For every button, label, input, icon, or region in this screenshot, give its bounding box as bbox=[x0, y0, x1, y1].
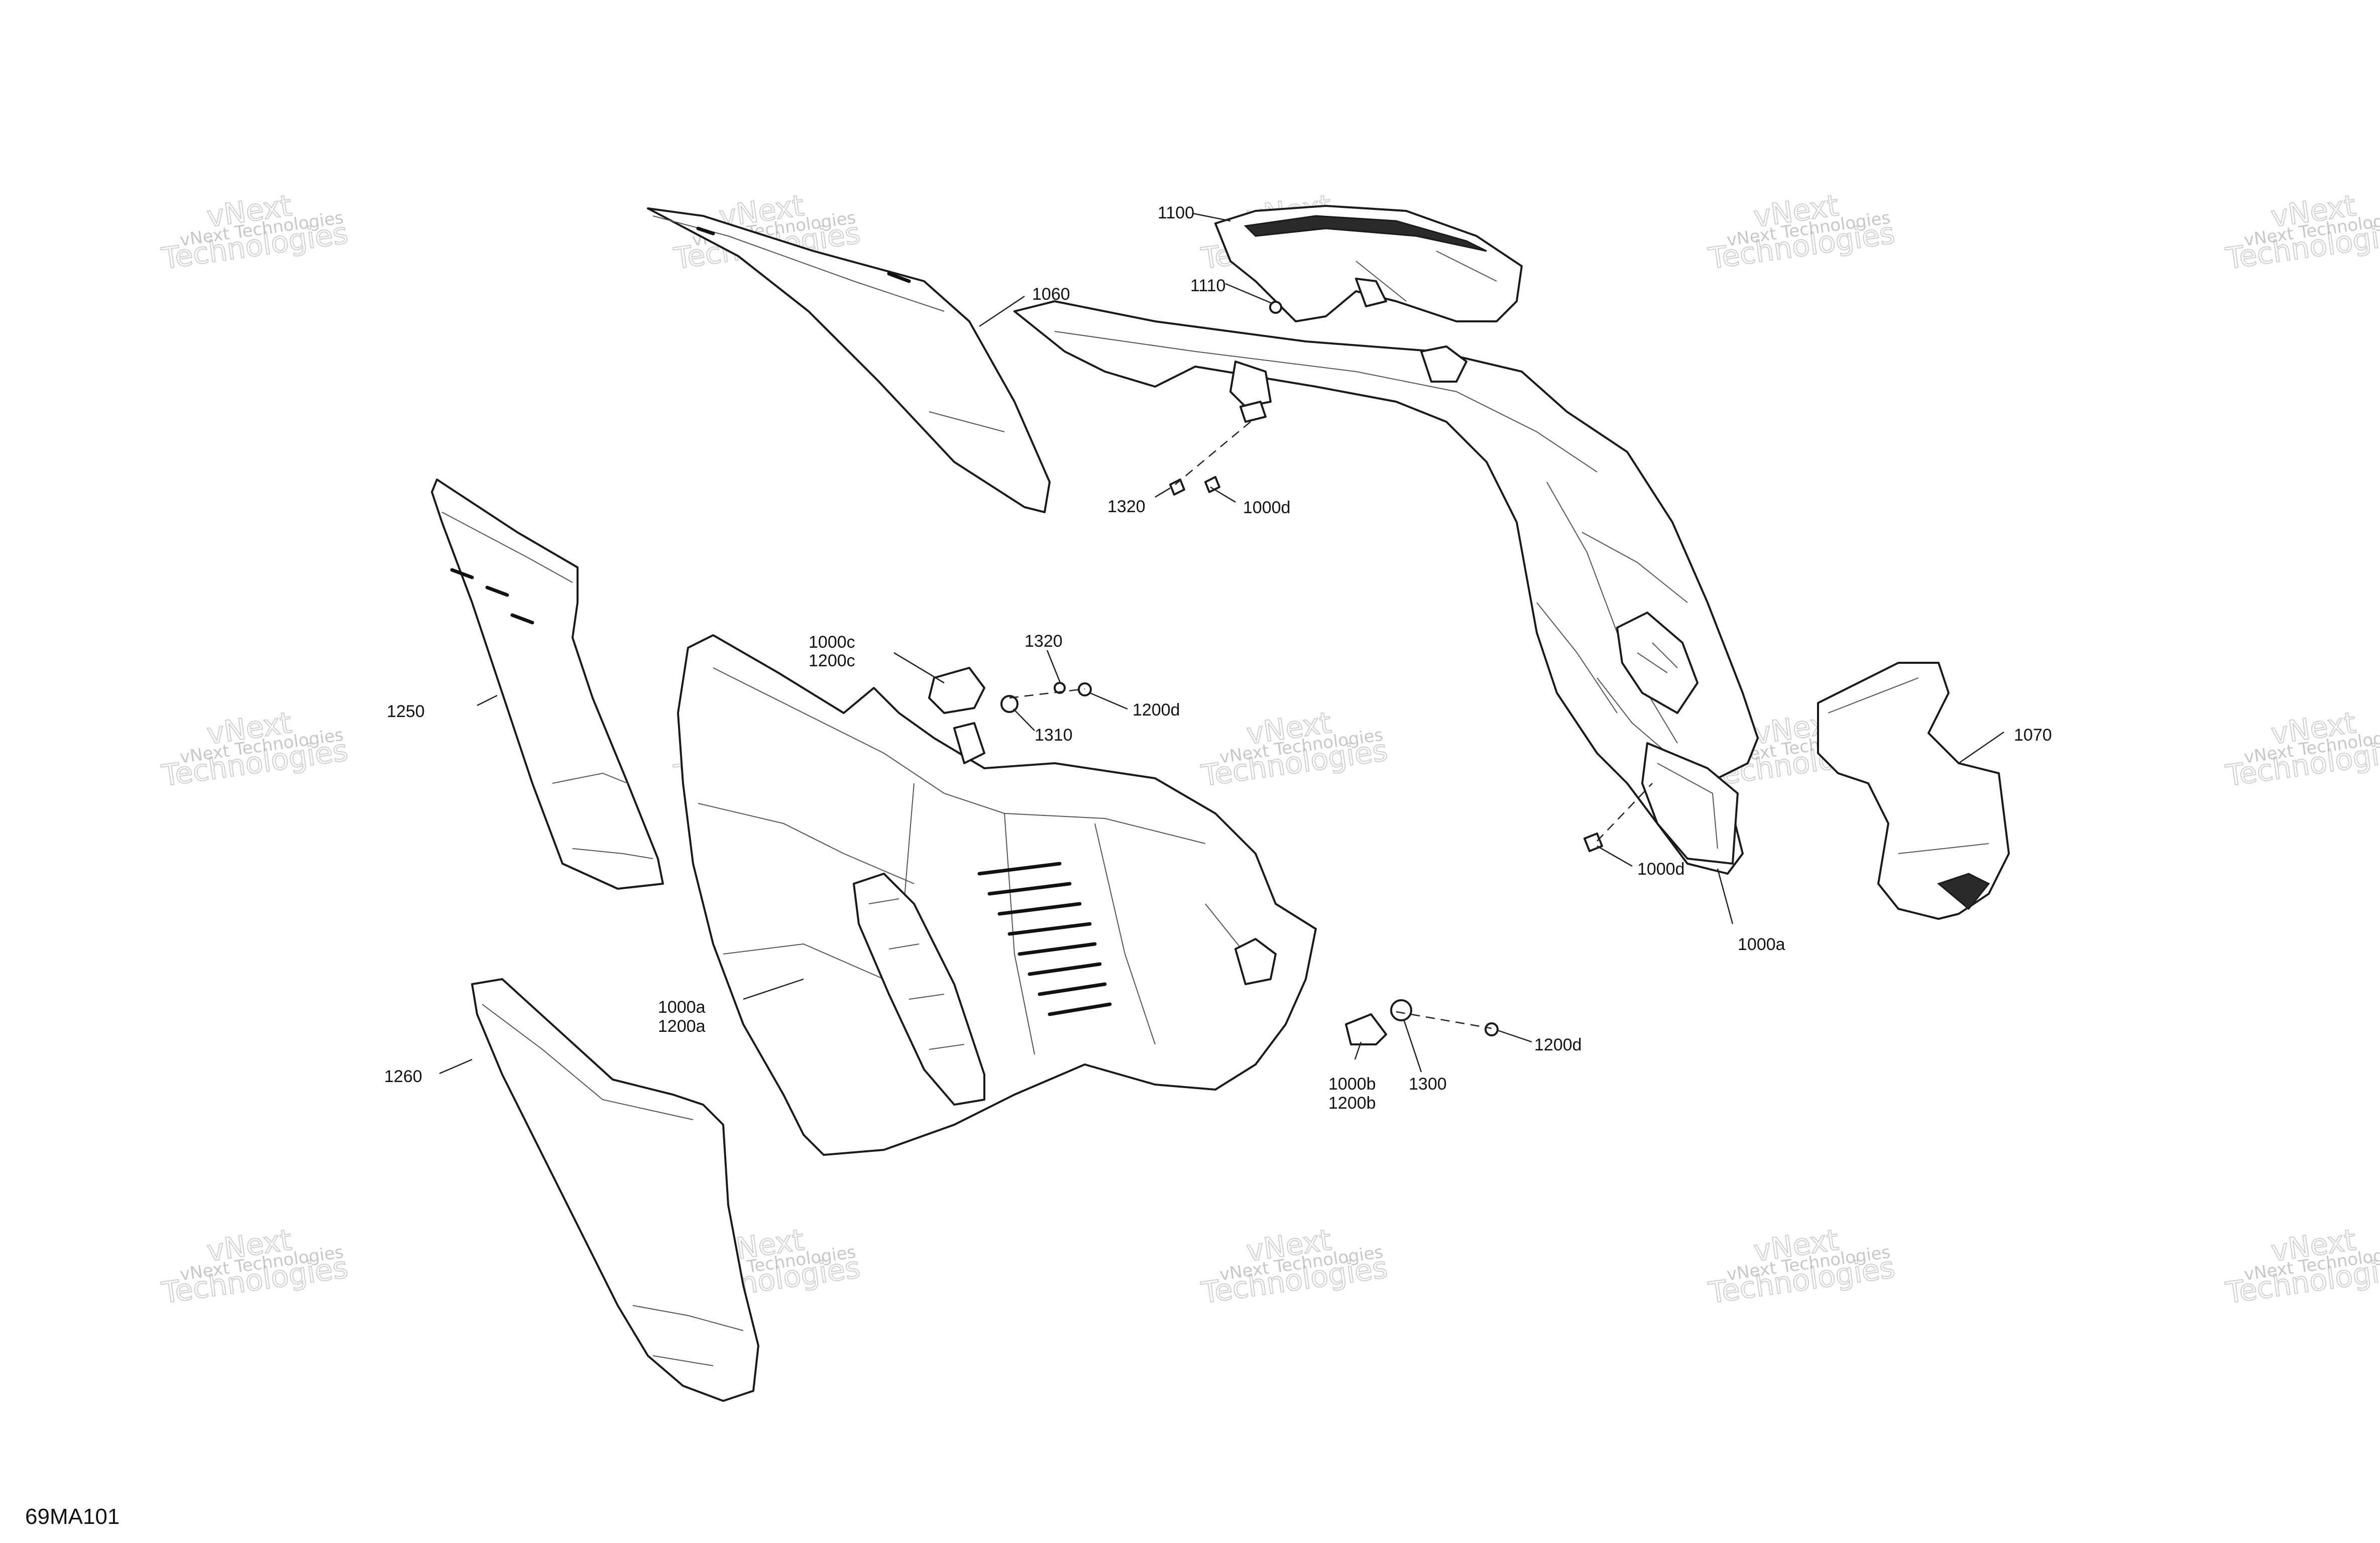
callout-1200b: 1200b bbox=[1328, 1094, 1376, 1113]
part-1070-panel bbox=[1817, 662, 2010, 920]
callout-1000d-right: 1000d bbox=[1637, 860, 1685, 879]
callout-1260: 1260 bbox=[384, 1067, 422, 1086]
assembly-lines bbox=[1009, 421, 1653, 1029]
callout-1300: 1300 bbox=[1409, 1075, 1447, 1094]
leader-lines bbox=[439, 212, 2004, 1075]
callout-1320-mid: 1320 bbox=[1025, 632, 1063, 651]
figure-id: 69MA101 bbox=[25, 1504, 120, 1529]
callout-1000a-right: 1000a bbox=[1738, 935, 1785, 954]
callout-1000d-top: 1000d bbox=[1243, 498, 1291, 517]
fastener-1310 bbox=[1000, 695, 1018, 713]
fastener-1000d-right bbox=[1583, 833, 1603, 852]
callout-1320-top: 1320 bbox=[1107, 497, 1146, 516]
callout-1310: 1310 bbox=[1035, 726, 1073, 745]
fastener-1320-top bbox=[1169, 479, 1185, 496]
fastener-1200d-low bbox=[1485, 1022, 1499, 1036]
part-1260-panel bbox=[471, 978, 759, 1402]
callout-1070: 1070 bbox=[2014, 726, 2052, 745]
part-1060-panel bbox=[647, 207, 1051, 513]
part-1000a-right-panel bbox=[1013, 300, 1759, 875]
fasteners bbox=[928, 301, 1603, 1045]
callout-1000c: 1000c bbox=[809, 633, 855, 652]
fastener-1110 bbox=[1269, 301, 1282, 314]
callout-1200d-low: 1200d bbox=[1534, 1035, 1582, 1054]
fastener-1000d-top bbox=[1204, 476, 1220, 493]
callout-1200c: 1200c bbox=[809, 651, 855, 670]
part-1250-panel bbox=[431, 479, 664, 890]
callout-1060: 1060 bbox=[1032, 285, 1070, 304]
callout-1200a: 1200a bbox=[658, 1017, 706, 1036]
callout-labels: 1100 1110 1060 1320 1000d 1250 1000c 120… bbox=[384, 203, 2052, 1113]
callout-1200d-mid: 1200d bbox=[1132, 700, 1180, 720]
bracket-1000b bbox=[1345, 1013, 1387, 1045]
part-1000a-lower-panel bbox=[677, 634, 1317, 1156]
callout-1000b: 1000b bbox=[1328, 1075, 1376, 1094]
part-1100-trim bbox=[1214, 205, 1523, 322]
callout-1100: 1100 bbox=[1158, 203, 1194, 222]
callout-1110: 1110 bbox=[1190, 276, 1226, 295]
callout-1250: 1250 bbox=[387, 702, 425, 721]
bracket-1000c bbox=[928, 667, 985, 714]
clip-top bbox=[1239, 401, 1267, 423]
callout-1000a-left: 1000a bbox=[658, 998, 706, 1017]
fastener-1300 bbox=[1390, 999, 1412, 1021]
